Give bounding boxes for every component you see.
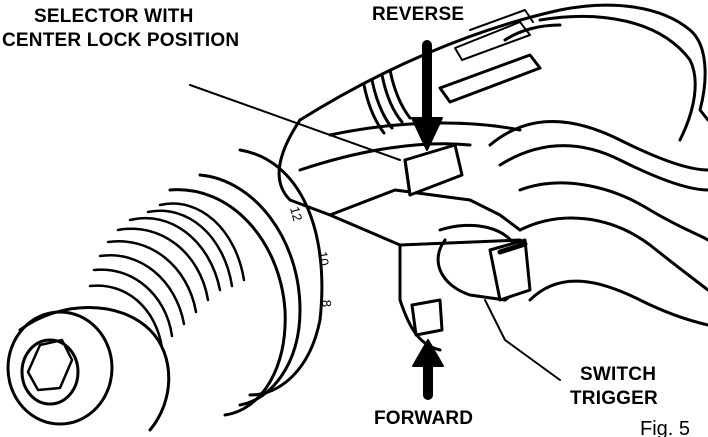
chuck-ribs	[88, 202, 246, 350]
pistol-grip	[488, 120, 708, 327]
selector-label-line2: CENTER LOCK POSITION	[2, 30, 240, 51]
forward-arrow	[412, 339, 444, 400]
torque-collar	[168, 148, 324, 417]
trigger-label-line2: TRIGGER	[570, 388, 658, 409]
drill-housing	[298, 3, 708, 122]
selector-lever-top	[403, 143, 464, 197]
chuck-nose	[6, 306, 171, 432]
switch-trigger-leader	[484, 299, 561, 381]
selector-leader	[189, 84, 401, 161]
dial-mark-12: 12	[287, 205, 305, 223]
reverse-label: REVERSE	[372, 4, 465, 25]
switch-trigger	[436, 223, 532, 302]
figure-caption: Fig. 5	[640, 418, 691, 437]
brand-plate	[438, 9, 542, 104]
forward-label: FORWARD	[374, 408, 474, 429]
reverse-arrow	[411, 40, 443, 151]
dial-mark-10: 10	[315, 250, 332, 266]
selector-lever-bottom	[410, 298, 444, 337]
dial-mark-8: 8	[319, 300, 334, 308]
switch-label-line1: SWITCH	[580, 364, 657, 385]
selector-label-line1: SELECTOR WITH	[34, 6, 194, 27]
